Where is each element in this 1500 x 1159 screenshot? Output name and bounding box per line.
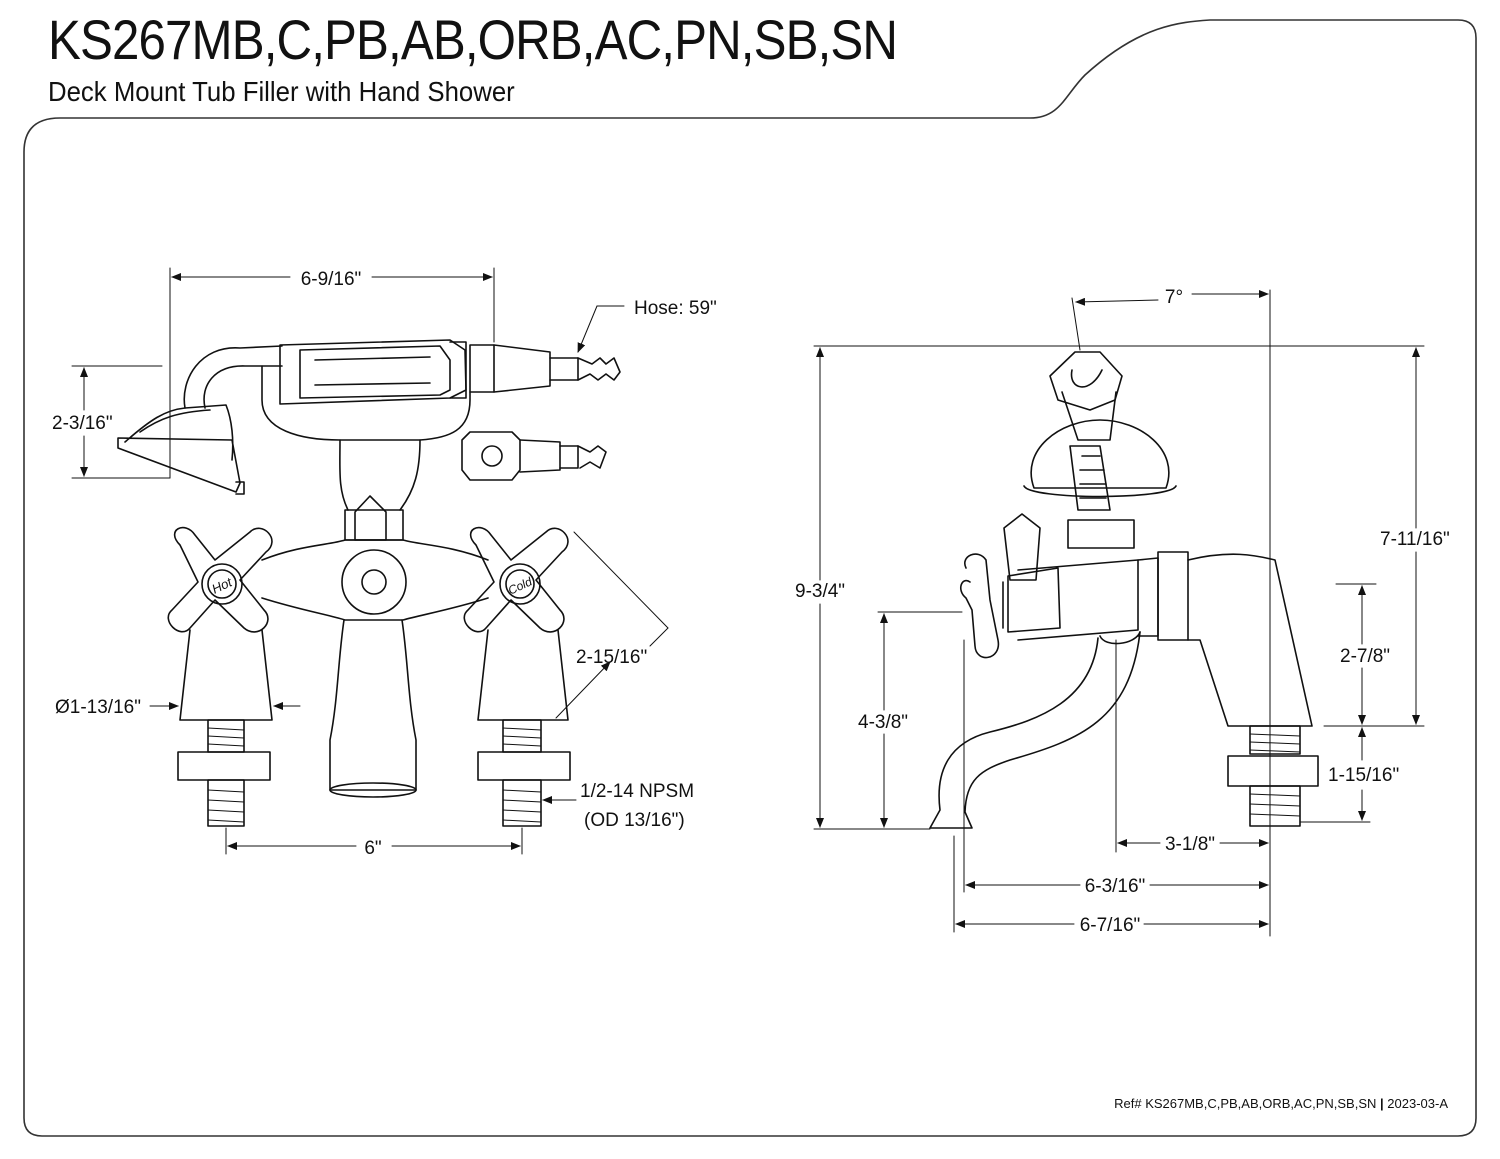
dim-reach-inner: 6-3/16"	[1085, 876, 1146, 897]
front-view	[117, 339, 621, 827]
ref-date: 2023-03-A	[1387, 1096, 1448, 1111]
dim-shank-offset: 3-1/8"	[1165, 834, 1215, 855]
ref-number: Ref# KS267MB,C,PB,AB,ORB,AC,PN,SB,SN	[1114, 1096, 1377, 1111]
shank-side	[1227, 725, 1319, 827]
dim-base-diameter: Ø1-13/16"	[55, 697, 141, 718]
hose-outlet	[461, 431, 607, 481]
dim-hose: Hose: 59"	[634, 298, 717, 319]
shank-threads	[207, 727, 542, 823]
dim-reach-outer: 6-7/16"	[1080, 915, 1141, 936]
dim-body-height: 2-7/8"	[1340, 646, 1390, 667]
cold-handle	[463, 526, 571, 827]
hot-handle	[167, 526, 273, 827]
faucet-body	[261, 495, 489, 798]
handshower	[117, 345, 283, 495]
dim-centers: 6"	[364, 838, 381, 859]
ref-separator: |	[1380, 1096, 1384, 1111]
sheet-border	[23, 19, 1477, 1137]
spout-side	[929, 631, 1141, 829]
side-dimensions	[813, 289, 1425, 937]
dim-overall-width: 6-9/16"	[301, 269, 362, 290]
page-title: KS267MB,C,PB,AB,ORB,AC,PN,SB,SN	[48, 8, 898, 71]
handshower-side	[1023, 351, 1177, 511]
dim-angle: 7°	[1165, 287, 1183, 308]
front-dimensions	[71, 267, 669, 855]
dim-shank-height: 1-15/16"	[1328, 765, 1399, 786]
dim-thread-od: (OD 13/16")	[584, 810, 685, 831]
dim-overall-height: 9-3/4"	[795, 581, 845, 602]
dim-spout-height: 7-11/16"	[1380, 529, 1450, 550]
dim-spout-clearance: 4-3/8"	[858, 712, 908, 733]
reference-footer: Ref# KS267MB,C,PB,AB,ORB,AC,PN,SB,SN | 2…	[1114, 1096, 1448, 1111]
dim-thread: 1/2-14 NPSM	[580, 781, 694, 802]
page-subtitle: Deck Mount Tub Filler with Hand Shower	[48, 76, 515, 107]
handshower-grip	[279, 339, 621, 405]
dim-handshower-height: 2-3/16"	[52, 413, 113, 434]
valve-body-side	[959, 513, 1313, 727]
side-view	[929, 351, 1319, 829]
dim-handle-reach: 2-15/16"	[576, 647, 647, 668]
